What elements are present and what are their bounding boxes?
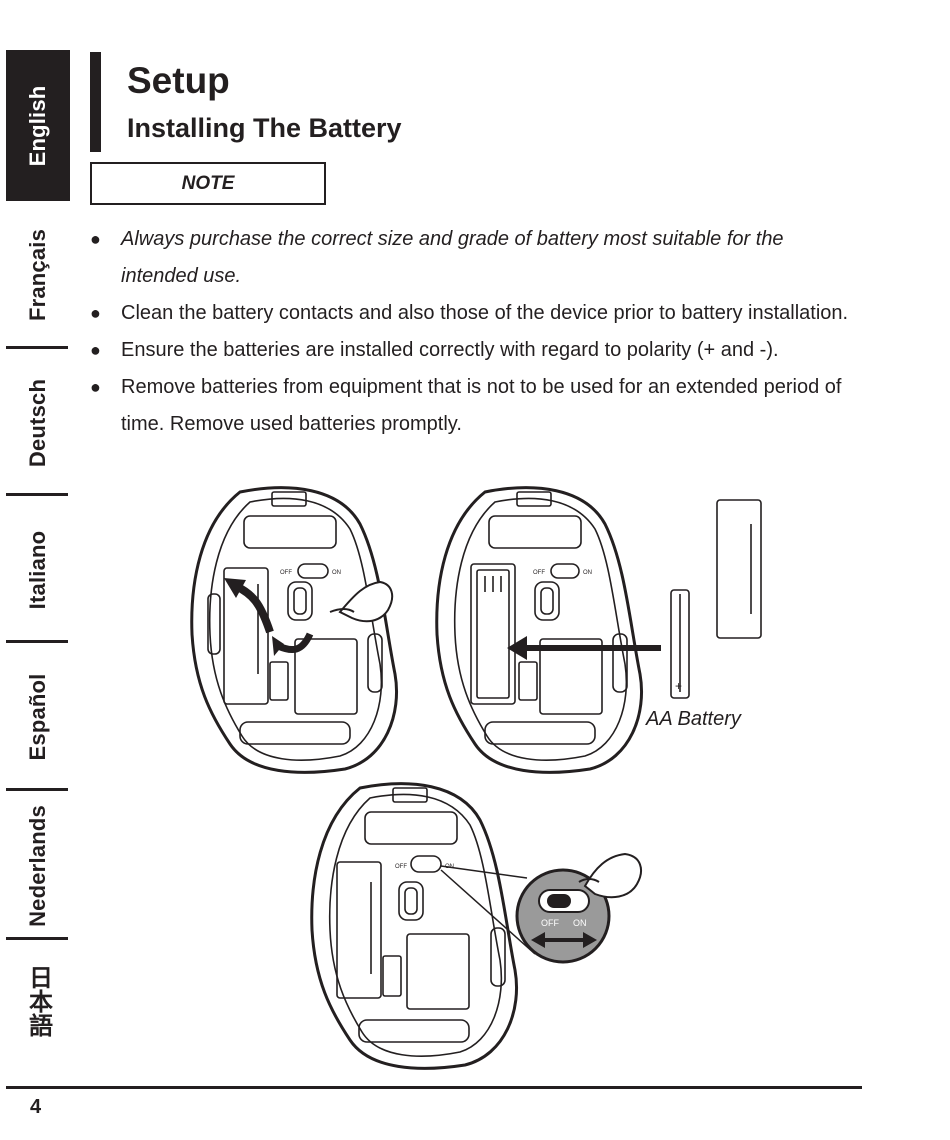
bullet-icon: ●	[90, 377, 101, 397]
language-tab-label: 日本語	[24, 964, 52, 1038]
aa-battery-label: AA Battery	[646, 708, 741, 730]
switch-on-text: ON	[332, 570, 341, 576]
language-tab-espanol[interactable]: Español	[6, 643, 70, 791]
note-box: NOTE	[90, 162, 326, 205]
title-accent-bar	[90, 52, 101, 152]
bullet-icon: ●	[90, 229, 101, 249]
list-item-text: Ensure the batteries are installed corre…	[121, 339, 779, 361]
language-tab-label: Italiano	[25, 530, 50, 609]
language-tab-label: English	[25, 85, 50, 166]
list-item: ● Clean the battery contacts and also th…	[88, 295, 863, 332]
language-tab-francais[interactable]: Français	[6, 201, 70, 349]
remove-cover-illustration: OFF ON	[190, 486, 399, 774]
tab-divider	[6, 640, 68, 643]
tab-divider	[6, 788, 68, 791]
footer-rule	[6, 1086, 862, 1089]
insert-battery-illustration: OFF ON +	[435, 486, 762, 774]
list-item: ● Ensure the batteries are installed cor…	[88, 332, 863, 369]
language-tab-english[interactable]: English	[6, 50, 70, 201]
tab-divider	[6, 937, 68, 940]
note-label: NOTE	[181, 173, 235, 194]
power-switch-illustration: OFF ON OFF ON	[310, 782, 642, 1070]
zoom-off-text: OFF	[541, 918, 559, 928]
list-item-text: Clean the battery contacts and also thos…	[121, 302, 849, 324]
list-item: ● Always purchase the correct size and g…	[88, 221, 863, 295]
switch-off-text: OFF	[280, 570, 292, 576]
page-number: 4	[30, 1096, 42, 1118]
list-item-text: Remove batteries from equipment that is …	[121, 376, 842, 435]
page-title: Setup	[127, 60, 230, 101]
battery-plus-text: +	[675, 679, 682, 693]
language-tab-label: Deutsch	[25, 378, 50, 467]
bullet-icon: ●	[90, 340, 101, 360]
switch-off-text: OFF	[395, 864, 407, 870]
language-tab-label: Français	[25, 228, 50, 322]
bullet-icon: ●	[90, 303, 101, 323]
language-tab-label: Nederlands	[25, 804, 50, 927]
switch-off-text: OFF	[533, 570, 545, 576]
language-tab-nederlands[interactable]: Nederlands	[6, 791, 70, 940]
tab-divider	[6, 346, 68, 349]
note-list: ● Always purchase the correct size and g…	[88, 221, 863, 443]
language-tabs: English Français Deutsch Italiano Españo…	[6, 50, 70, 1062]
section-title: Installing The Battery	[127, 113, 402, 143]
language-tab-japanese[interactable]: 日本語	[6, 940, 70, 1062]
list-item: ● Remove batteries from equipment that i…	[88, 369, 863, 443]
zoom-on-text: ON	[573, 918, 587, 928]
tab-divider	[6, 493, 68, 496]
language-tab-deutsch[interactable]: Deutsch	[6, 349, 70, 496]
language-tab-label: Español	[25, 673, 50, 761]
list-item-text: Always purchase the correct size and gra…	[121, 228, 784, 287]
language-tab-italiano[interactable]: Italiano	[6, 496, 70, 643]
switch-on-text: ON	[583, 570, 592, 576]
